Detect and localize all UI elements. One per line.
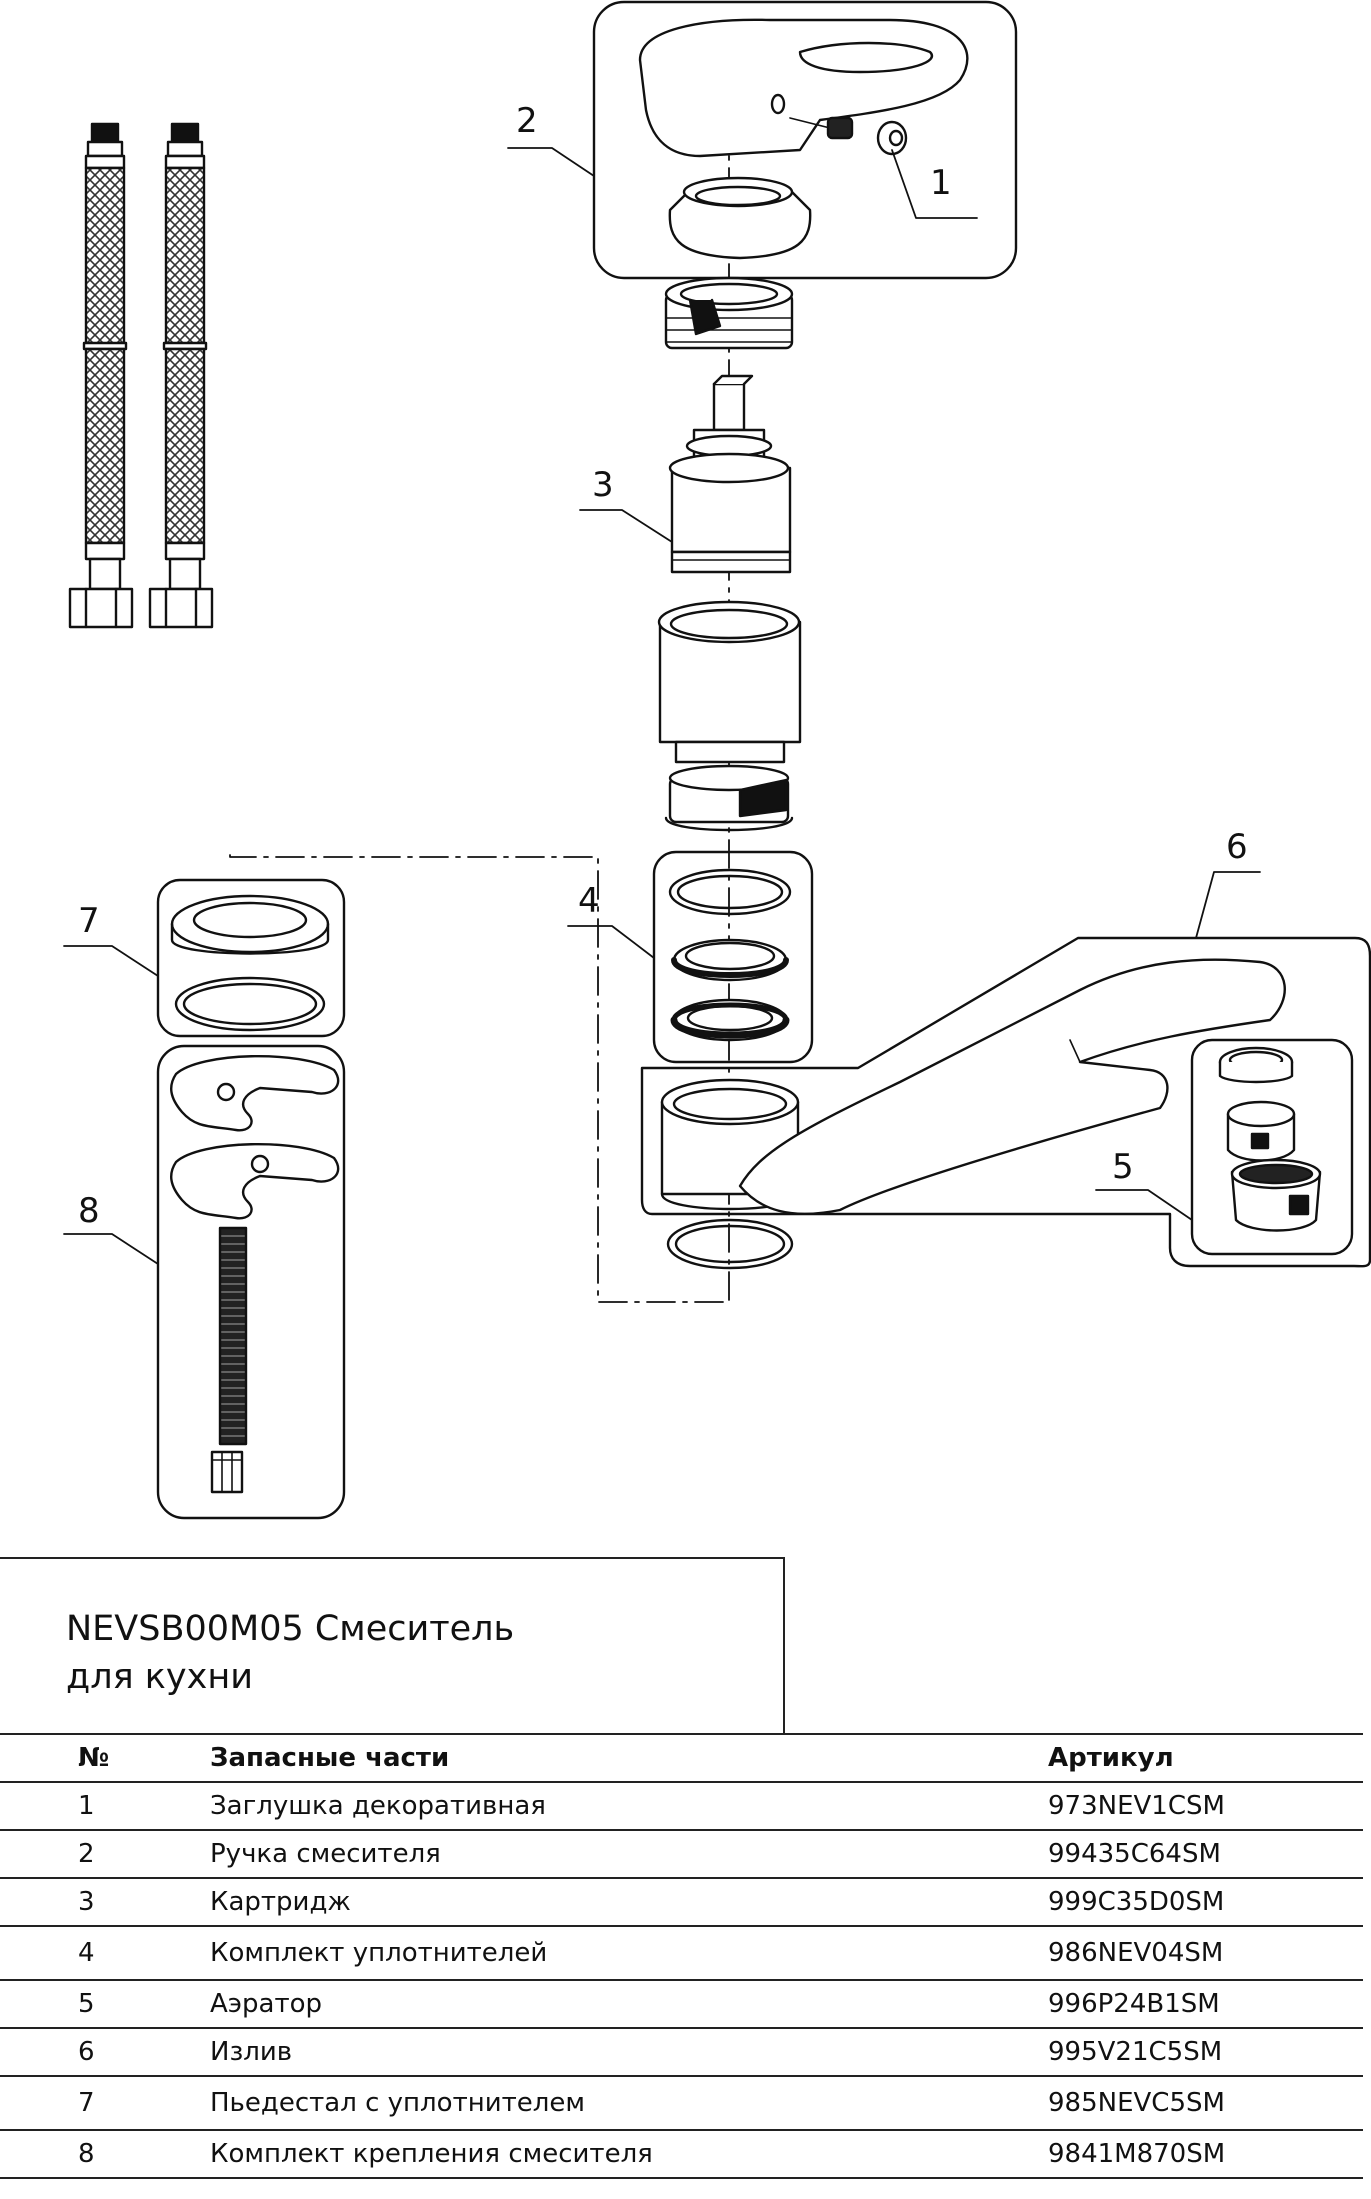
table-row: 1 Заглушка декоративная 973NEV1CSM bbox=[0, 1781, 1363, 1831]
row-article: 973NEV1CSM bbox=[1048, 1781, 1363, 1831]
row-article: 99435C64SM bbox=[1048, 1829, 1363, 1879]
leader-lines bbox=[63, 147, 1261, 1265]
title-line-2: для кухни bbox=[66, 1657, 253, 1697]
callout-3: 3 bbox=[592, 465, 614, 505]
row-number: 3 bbox=[0, 1877, 210, 1927]
row-part-name: Заглушка декоративная bbox=[210, 1781, 1048, 1831]
body-bottom-seal bbox=[666, 1218, 794, 1270]
mounting-kit-group bbox=[156, 1044, 346, 1520]
row-number: 5 bbox=[0, 1979, 210, 2029]
row-number: 1 bbox=[0, 1781, 210, 1831]
row-part-name: Комплект уплотнителей bbox=[210, 1925, 1048, 1981]
spout-group bbox=[640, 936, 1371, 1268]
table-row: 4 Комплект уплотнителей 986NEV04SM bbox=[0, 1925, 1363, 1981]
seal-kit-group bbox=[652, 850, 814, 1064]
table-row: 8 Комплект крепления смесителя 9841M870S… bbox=[0, 2129, 1363, 2179]
callout-7: 7 bbox=[78, 901, 100, 941]
hose-left bbox=[68, 122, 134, 629]
row-number: 4 bbox=[0, 1925, 210, 1981]
callout-2: 2 bbox=[516, 101, 538, 141]
row-number: 7 bbox=[0, 2075, 210, 2131]
row-article: 996P24B1SM bbox=[1048, 1979, 1363, 2029]
table-row: 3 Картридж 999C35D0SM bbox=[0, 1877, 1363, 1927]
table-header-row: № Запасные части Артикул bbox=[0, 1733, 1363, 1783]
callout-5: 5 bbox=[1112, 1147, 1134, 1187]
title-line-1: NEVSB00M05 Смеситель bbox=[66, 1609, 515, 1649]
body-sleeve bbox=[657, 600, 802, 832]
hose-right bbox=[148, 122, 214, 629]
row-number: 8 bbox=[0, 2129, 210, 2179]
table-row: 5 Аэратор 996P24B1SM bbox=[0, 1979, 1363, 2029]
title-block: NEVSB00M05 Смеситель для кухни bbox=[0, 1557, 785, 1733]
row-number: 6 bbox=[0, 2027, 210, 2077]
row-number: 2 bbox=[0, 1829, 210, 1879]
exploded-parts-diagram: 2 1 3 4 5 6 7 8 bbox=[63, 0, 1371, 1520]
row-part-name: Картридж bbox=[210, 1877, 1048, 1927]
row-article: 995V21C5SM bbox=[1048, 2027, 1363, 2077]
header-part-name: Запасные части bbox=[210, 1733, 1048, 1783]
row-article: 9841M870SM bbox=[1048, 2129, 1363, 2179]
row-part-name: Ручка смесителя bbox=[210, 1829, 1048, 1879]
header-number: № bbox=[0, 1733, 210, 1783]
table-row: 2 Ручка смесителя 99435C64SM bbox=[0, 1829, 1363, 1879]
row-part-name: Аэратор bbox=[210, 1979, 1048, 2029]
row-article: 999C35D0SM bbox=[1048, 1877, 1363, 1927]
spare-parts-table: № Запасные части Артикул 1 Заглушка деко… bbox=[0, 1733, 1363, 2179]
table-row: 7 Пьедестал с уплотнителем 985NEVC5SM bbox=[0, 2075, 1363, 2131]
pedestal-group bbox=[156, 878, 346, 1038]
row-article: 986NEV04SM bbox=[1048, 1925, 1363, 1981]
row-part-name: Излив bbox=[210, 2027, 1048, 2077]
cartridge bbox=[668, 374, 792, 574]
row-article: 985NEVC5SM bbox=[1048, 2075, 1363, 2131]
header-article: Артикул bbox=[1048, 1733, 1363, 1783]
retaining-nut bbox=[664, 276, 794, 350]
callout-1: 1 bbox=[930, 163, 952, 203]
callout-6: 6 bbox=[1226, 827, 1248, 867]
callout-4: 4 bbox=[578, 881, 600, 921]
aerator-group bbox=[1190, 1038, 1354, 1256]
callout-labels: 2 1 3 4 5 6 7 8 bbox=[78, 101, 1248, 1231]
row-part-name: Пьедестал с уплотнителем bbox=[210, 2075, 1048, 2131]
table-row: 6 Излив 995V21C5SM bbox=[0, 2027, 1363, 2077]
callout-8: 8 bbox=[78, 1191, 100, 1231]
flexible-hoses bbox=[68, 122, 214, 629]
row-part-name: Комплект крепления смесителя bbox=[210, 2129, 1048, 2179]
handle-group bbox=[592, 0, 1018, 280]
